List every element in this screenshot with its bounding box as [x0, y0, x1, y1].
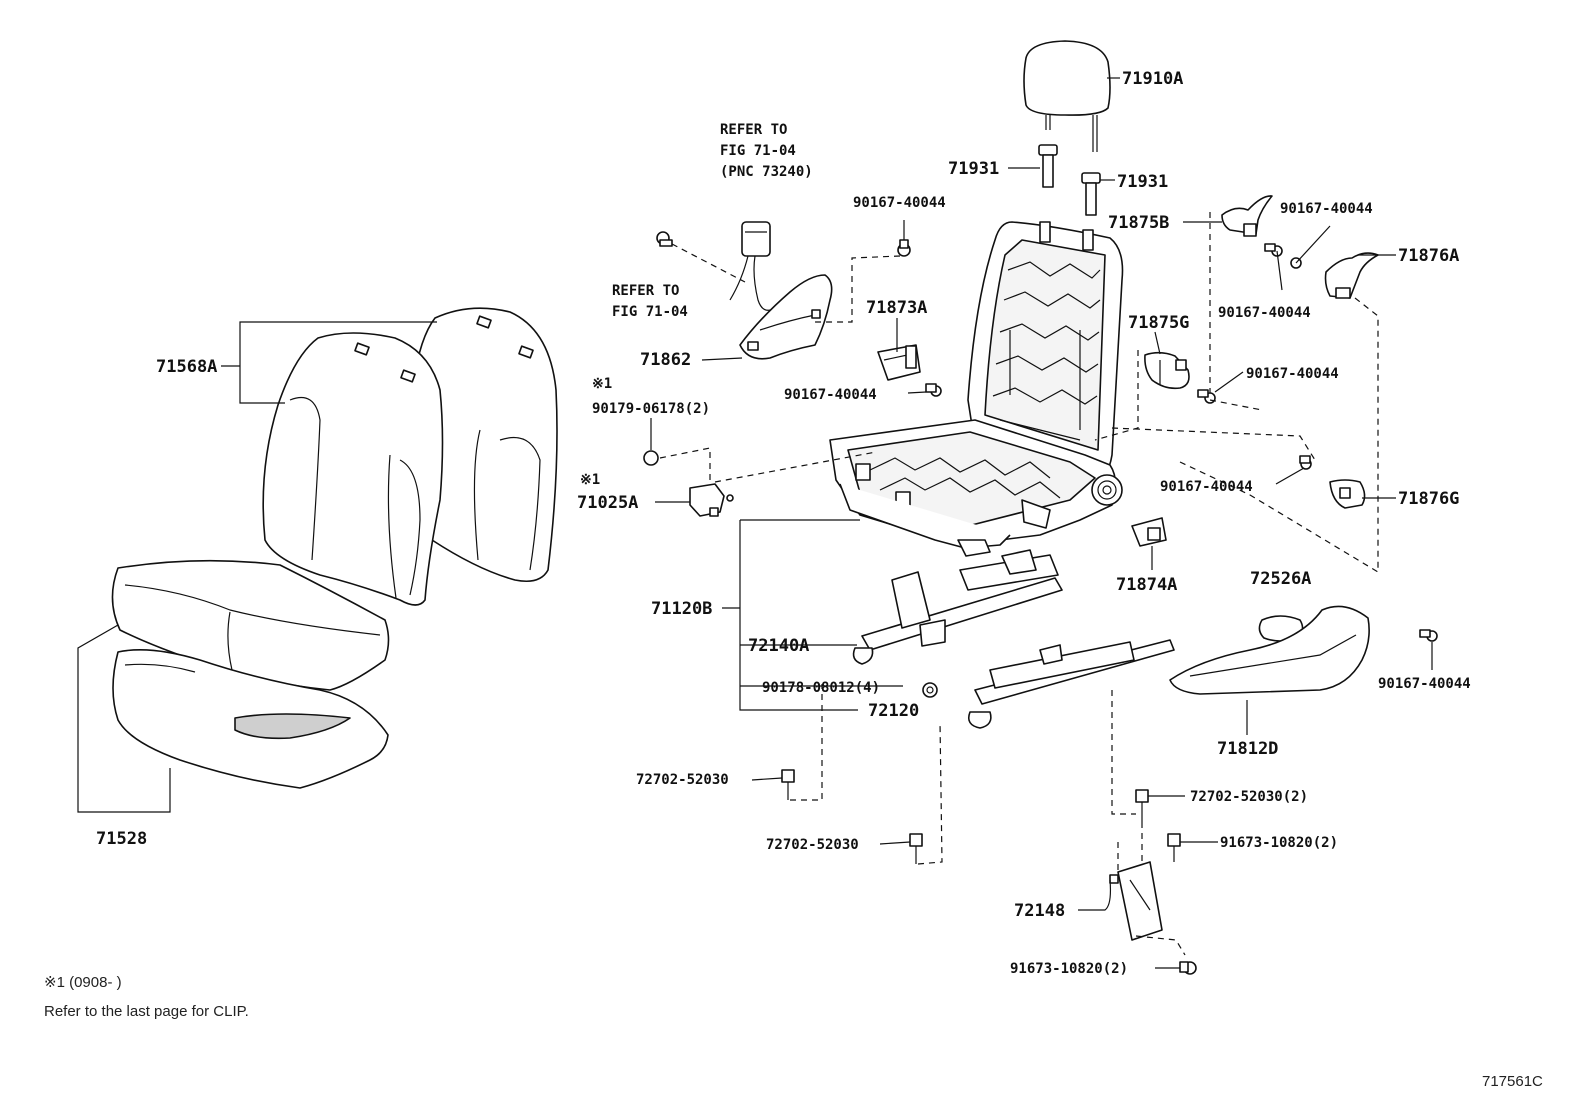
- refer-top-line2: FIG 71-04: [720, 143, 796, 159]
- cover-71875B[interactable]: [1221, 195, 1273, 237]
- label-72702-a: 72702-52030: [636, 772, 729, 788]
- refer-mid-line1: REFER TO: [612, 283, 679, 299]
- label-71874A: 71874A: [1116, 575, 1177, 595]
- label-90167-rt1: 90167-40044: [1280, 201, 1373, 217]
- footnote-line1: ※1 (0908- ): [44, 974, 122, 991]
- bolt-90167-top[interactable]: [897, 239, 911, 257]
- nut-90178[interactable]: [922, 682, 938, 698]
- shield-71812D[interactable]: [1169, 605, 1370, 695]
- refer-top-line1: REFER TO: [720, 122, 787, 138]
- bracket-71873A[interactable]: [877, 344, 921, 381]
- screw-90167-rt5[interactable]: [1419, 629, 1438, 642]
- screw-90167-rt1[interactable]: [1264, 243, 1283, 257]
- label-71873A: 71873A: [866, 298, 927, 318]
- label-90179: 90179-06178(2): [592, 401, 710, 417]
- label-71812D: 71812D: [1217, 739, 1278, 759]
- bolt-91673-a[interactable]: [1167, 833, 1181, 862]
- seat-track-72140A[interactable]: [852, 549, 1063, 665]
- label-90167-rt5: 90167-40044: [1378, 676, 1471, 692]
- label-72526A: 72526A: [1250, 569, 1311, 589]
- shield-cover-71862[interactable]: [739, 274, 833, 360]
- refer-mid-line2: FIG 71-04: [612, 304, 688, 320]
- headrest-71910A[interactable]: [1023, 40, 1111, 152]
- cushion-covers-71528[interactable]: [111, 559, 390, 789]
- clip-90179[interactable]: [643, 450, 659, 466]
- seatback-covers-71568A[interactable]: [262, 307, 558, 606]
- label-71875G: 71875G: [1128, 313, 1189, 333]
- bolt-72702-c[interactable]: [1135, 789, 1149, 822]
- label-91673-a: 91673-10820(2): [1220, 835, 1338, 851]
- bolt-90167-mid[interactable]: [925, 383, 942, 397]
- bolt-refer-mid[interactable]: [656, 231, 673, 247]
- label-72120: 72120: [868, 701, 919, 721]
- cover-71876A[interactable]: [1324, 252, 1379, 299]
- bolt-91673-b[interactable]: [1179, 961, 1197, 975]
- label-72702-b: 72702-52030: [766, 837, 859, 853]
- label-90178: 90178-08012(4): [762, 680, 880, 696]
- cover-71876G[interactable]: [1329, 479, 1366, 509]
- label-71528: 71528: [96, 829, 147, 849]
- label-72140A: 72140A: [748, 636, 809, 656]
- bracket-71874A[interactable]: [1131, 517, 1167, 547]
- label-71876G: 71876G: [1398, 489, 1459, 509]
- label-71910A: 71910A: [1122, 69, 1183, 89]
- label-90167-top: 90167-40044: [853, 195, 946, 211]
- label-71568A: 71568A: [156, 357, 217, 377]
- label-71875B: 71875B: [1108, 213, 1169, 233]
- label-71120B: 71120B: [651, 599, 712, 619]
- label-72148: 72148: [1014, 901, 1065, 921]
- label-71876A: 71876A: [1398, 246, 1459, 266]
- headrest-guide-right-71931[interactable]: [1081, 172, 1101, 216]
- marker-2: ※1: [580, 472, 600, 488]
- label-71931-left: 71931: [948, 159, 999, 179]
- footnote-line2: Refer to the last page for CLIP.: [44, 1003, 249, 1020]
- label-72702-c: 72702-52030(2): [1190, 789, 1308, 805]
- headrest-guide-left-71931[interactable]: [1038, 144, 1058, 188]
- refer-top-line3: (PNC 73240): [720, 164, 813, 180]
- label-91673-b: 91673-10820(2): [1010, 961, 1128, 977]
- seat-track-72120[interactable]: [967, 639, 1175, 729]
- label-90167-rt3: 90167-40044: [1246, 366, 1339, 382]
- figure-id: 717561C: [1482, 1073, 1543, 1090]
- screw-90167-rt4[interactable]: [1299, 455, 1312, 470]
- bolt-72702-a[interactable]: [781, 769, 795, 800]
- label-90167-mid: 90167-40044: [784, 387, 877, 403]
- belt-buckle[interactable]: [729, 221, 771, 311]
- hook-71025A[interactable]: [689, 483, 734, 517]
- seat-frame-71120B[interactable]: [829, 221, 1124, 557]
- label-90167-rt2: 90167-40044: [1218, 305, 1311, 321]
- label-71862: 71862: [640, 350, 691, 370]
- cover-71875G[interactable]: [1144, 351, 1190, 390]
- label-90167-rt4: 90167-40044: [1160, 479, 1253, 495]
- label-71025A: 71025A: [577, 493, 638, 513]
- label-71931-right: 71931: [1117, 172, 1168, 192]
- bracket-72148[interactable]: [1109, 861, 1163, 941]
- bolt-72702-b[interactable]: [909, 833, 923, 864]
- marker-1: ※1: [592, 376, 612, 392]
